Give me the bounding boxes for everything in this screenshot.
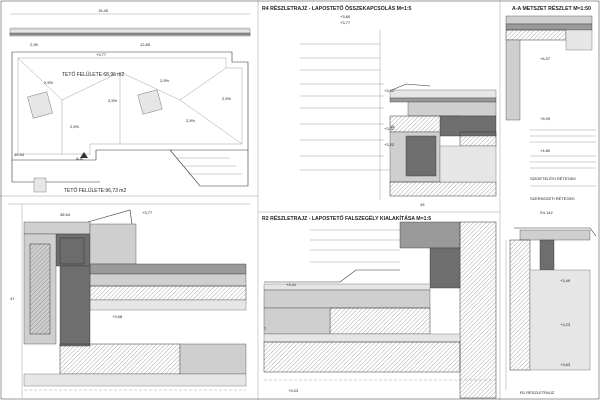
wall-section-detail: 38 64 +3,77 +3,58 47 xyxy=(8,203,250,398)
level-mark: +3,23 xyxy=(560,322,571,327)
roof-plan: 15,45 2,95 12,85 2,5% 2,5% 2,5% 2,5% 2,5… xyxy=(9,8,251,194)
detail-r1: +3,49 +3,23 +3,63 R1 RÉSZLETRAJZ xyxy=(505,227,597,395)
dim-label: 38 64 xyxy=(60,212,71,217)
notes-title: SZERKEZETI RÉTEGEK xyxy=(530,196,575,201)
notes-title: SZIGETELÉSI RÉTEGEK xyxy=(530,176,576,181)
detail-aa: A-A METSZET RÉSZLET M=1:50 +6,37 +5,09 +… xyxy=(505,4,596,215)
level-mark: +3,58 xyxy=(112,314,123,319)
roof-area-label: TETŐ FELÜLETE:96,73 m2 xyxy=(64,187,126,194)
dim-label: 15 xyxy=(390,124,395,129)
section-mark: A-A xyxy=(76,156,83,161)
detail-title: R1 RÉSZLETRAJZ xyxy=(520,390,555,395)
legend-box xyxy=(33,177,47,193)
skylight xyxy=(137,89,163,115)
annotation-leaders xyxy=(300,43,390,171)
annotation-leaders xyxy=(310,229,400,263)
slope-label: 2,5% xyxy=(70,124,80,129)
level-mark: +5,09 xyxy=(540,116,551,121)
slope-label: 2,5% xyxy=(44,80,54,85)
level-mark: +4,80 xyxy=(540,148,551,153)
level-mark: +6,37 xyxy=(540,56,551,61)
slope-label: 2,5% xyxy=(108,98,118,103)
slope-label: 2,5% xyxy=(222,96,232,101)
detail-title: R2 RÉSZLETRAJZ - LAPOSTETŐ FALSZEGÉLY KI… xyxy=(262,214,431,222)
detail-r2: R2 RÉSZLETRAJZ - LAPOSTETŐ FALSZEGÉLY KI… xyxy=(262,214,497,399)
level-mark: +3,63 xyxy=(560,362,571,367)
detail-title: A-A METSZET RÉSZLET M=1:50 xyxy=(512,4,591,12)
dim-label: 38 64 xyxy=(14,152,25,157)
level-mark: +3,22 xyxy=(384,142,395,147)
level-mark: +3,41 xyxy=(286,282,297,287)
level-mark: +3,77 xyxy=(96,52,107,57)
dim-label: 15,45 xyxy=(98,8,109,13)
level-mark: +3,32 xyxy=(384,126,395,131)
dim-label: 47 xyxy=(10,296,15,301)
level-mark: +3,03 xyxy=(288,388,299,393)
detail-r4: R4 RÉSZLETRAJZ - LAPOSTETŐ ÖSSZEKAPCSOLÁ… xyxy=(262,4,497,207)
dim-label: 49 xyxy=(420,202,425,207)
level-mark: +3,49 xyxy=(560,278,571,283)
dim-label: 2,95 xyxy=(30,42,39,47)
scale-label: S4.142 xyxy=(540,210,553,215)
level-mark: +3,77 xyxy=(340,20,351,25)
level-mark: +3,80 xyxy=(340,14,351,19)
roof-area-label: TETŐ FELÜLETE:68,96 m2 xyxy=(62,71,124,78)
notes-list xyxy=(530,129,596,169)
detail-title: R4 RÉSZLETRAJZ - LAPOSTETŐ ÖSSZEKAPCSOLÁ… xyxy=(262,4,412,12)
level-mark: +3,77 xyxy=(142,210,153,215)
level-mark: +3,41 xyxy=(384,88,395,93)
dim-label: 7 xyxy=(264,326,267,331)
section-arrow-icon xyxy=(80,152,88,158)
skylight xyxy=(27,91,53,119)
dim-label: 12,85 xyxy=(140,42,151,47)
slope-label: 2,5% xyxy=(186,118,196,123)
slope-label: 2,5% xyxy=(160,78,170,83)
